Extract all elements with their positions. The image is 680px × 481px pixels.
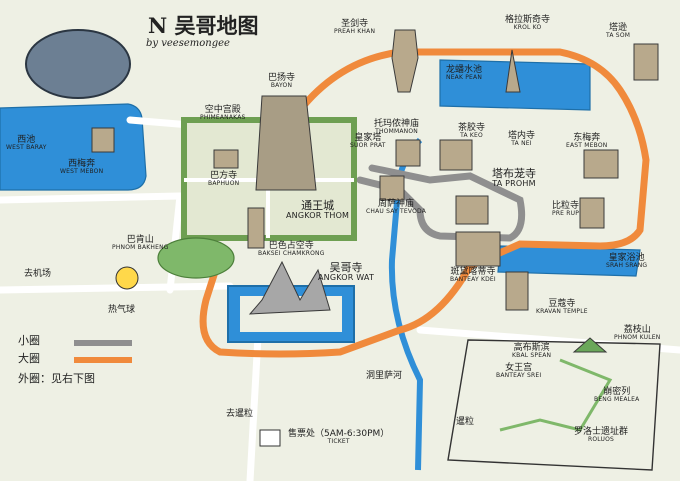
baphuon-temple [213,149,239,169]
pre-rup-temple [579,197,605,229]
west-mebon-temple [91,127,115,153]
place-bayon[interactable]: 巴扬寺Bayon [268,73,296,90]
east-mebon-elephants [583,149,619,179]
banteay-kdei-temple [455,231,501,267]
ticket-icon[interactable] [259,429,281,447]
ta-keo-temple [439,139,473,171]
place-beng-mealea[interactable]: 崩密列Beng Mealea [594,387,640,404]
place-phnom-kulen[interactable]: 荔枝山Phnom Kulen [614,325,661,342]
big-loop-route [199,48,650,358]
map-byline: by veesemongee [146,38,230,49]
west-baray-lake[interactable] [0,103,147,191]
label-to-siem-reap: 去暹粒 [226,409,254,419]
place-ta-nei[interactable]: 塔内寺Ta Nei [508,131,536,148]
baksei-temple [247,207,265,249]
chau-say-temple [379,175,405,201]
balloon-icon[interactable] [115,266,139,290]
outer-area-box [447,339,661,471]
place-ta-prohm[interactable]: 塔布茏寺Ta Prohm [492,167,536,188]
place-ta-keo[interactable]: 茶胶寺Ta Keo [458,123,486,140]
place-angkor-wat[interactable]: 吴哥寺Angkor Wat [318,261,375,282]
ta-prohm-temple [455,195,489,225]
place-banteay-kdei[interactable]: 斑黛喀蒂寺Banteay Kdei [450,267,496,284]
place-banteay-srei[interactable]: 女王宫Banteay Srei [496,363,542,380]
legend-big: 大圈 [18,352,40,365]
place-krol-ko[interactable]: 格拉斯奇寺Krol Ko [505,15,551,32]
label-to-airport: 去机场 [24,269,52,279]
place-neak-pean[interactable]: 龙蟠水池Neak Pean [446,65,483,82]
place-baphuon[interactable]: 巴方寺Baphuon [208,171,240,188]
preah-khan-statue [391,29,419,93]
place-phimeanakas[interactable]: 空中宫殿Phimeanakas [200,105,246,122]
neak-pean-tower [505,49,521,93]
place-ta-som[interactable]: 塔逊Ta Som [606,23,631,40]
place-srah-srang[interactable]: 皇家浴池Srah Srang [606,253,648,270]
label-ticket[interactable]: 售票处（5AM-6:30PM）Ticket [288,429,390,446]
place-thommanon[interactable]: 托玛侬神庙Thommanon [374,119,420,136]
north-emblem [25,29,131,99]
small-loop-route [356,164,526,242]
thommanon-temple [395,139,421,167]
legend-small: 小圈 [18,334,40,347]
kravan-temple [505,271,529,311]
phnom-bakheng-hill[interactable] [157,237,235,279]
place-west-baray[interactable]: 西池West Baray [6,135,47,152]
map-title: N 吴哥地图 [148,13,259,38]
ta-som-ruin [633,43,659,81]
label-balloon[interactable]: 热气球 [108,305,136,315]
place-kbal-spean[interactable]: 高布斯滨Kbal Spean [512,343,552,360]
label-siem-reap[interactable]: 暹粒 [456,417,475,427]
place-roluos[interactable]: 罗洛士遗址群Roluos [574,427,629,444]
place-chau-say-tevoda[interactable]: 周萨神庙Chau Say Tevoda [366,199,427,216]
place-phnom-bakheng[interactable]: 巴肯山Phnom Bakheng [112,235,169,252]
temple-icons [91,29,659,353]
place-angkor-thom[interactable]: 通王城Angkor Thom [286,199,350,220]
bayon-face-tower [255,95,317,191]
phnom-kulen-mountain [572,337,608,353]
place-pre-rup[interactable]: 比粒寺Pre Rup [552,201,580,218]
place-preah-khan[interactable]: 圣剑寺Preah Khan [334,19,376,36]
legend-outer: 外圈：见右下图 [18,372,95,385]
place-kravan[interactable]: 豆蔻寺Kravan Temple [536,299,588,316]
place-west-mebon[interactable]: 西梅奔West Mebon [60,159,104,176]
place-east-mebon[interactable]: 东梅奔East Mebon [566,133,608,150]
label-river: 洞里萨河 [366,371,403,381]
angkor-wat-temple [248,260,331,315]
place-baksei-chamkrong[interactable]: 巴色占空寺Baksei Chamkrong [258,241,325,258]
place-suor-prat[interactable]: 皇家塔Suor Prat [350,133,386,150]
